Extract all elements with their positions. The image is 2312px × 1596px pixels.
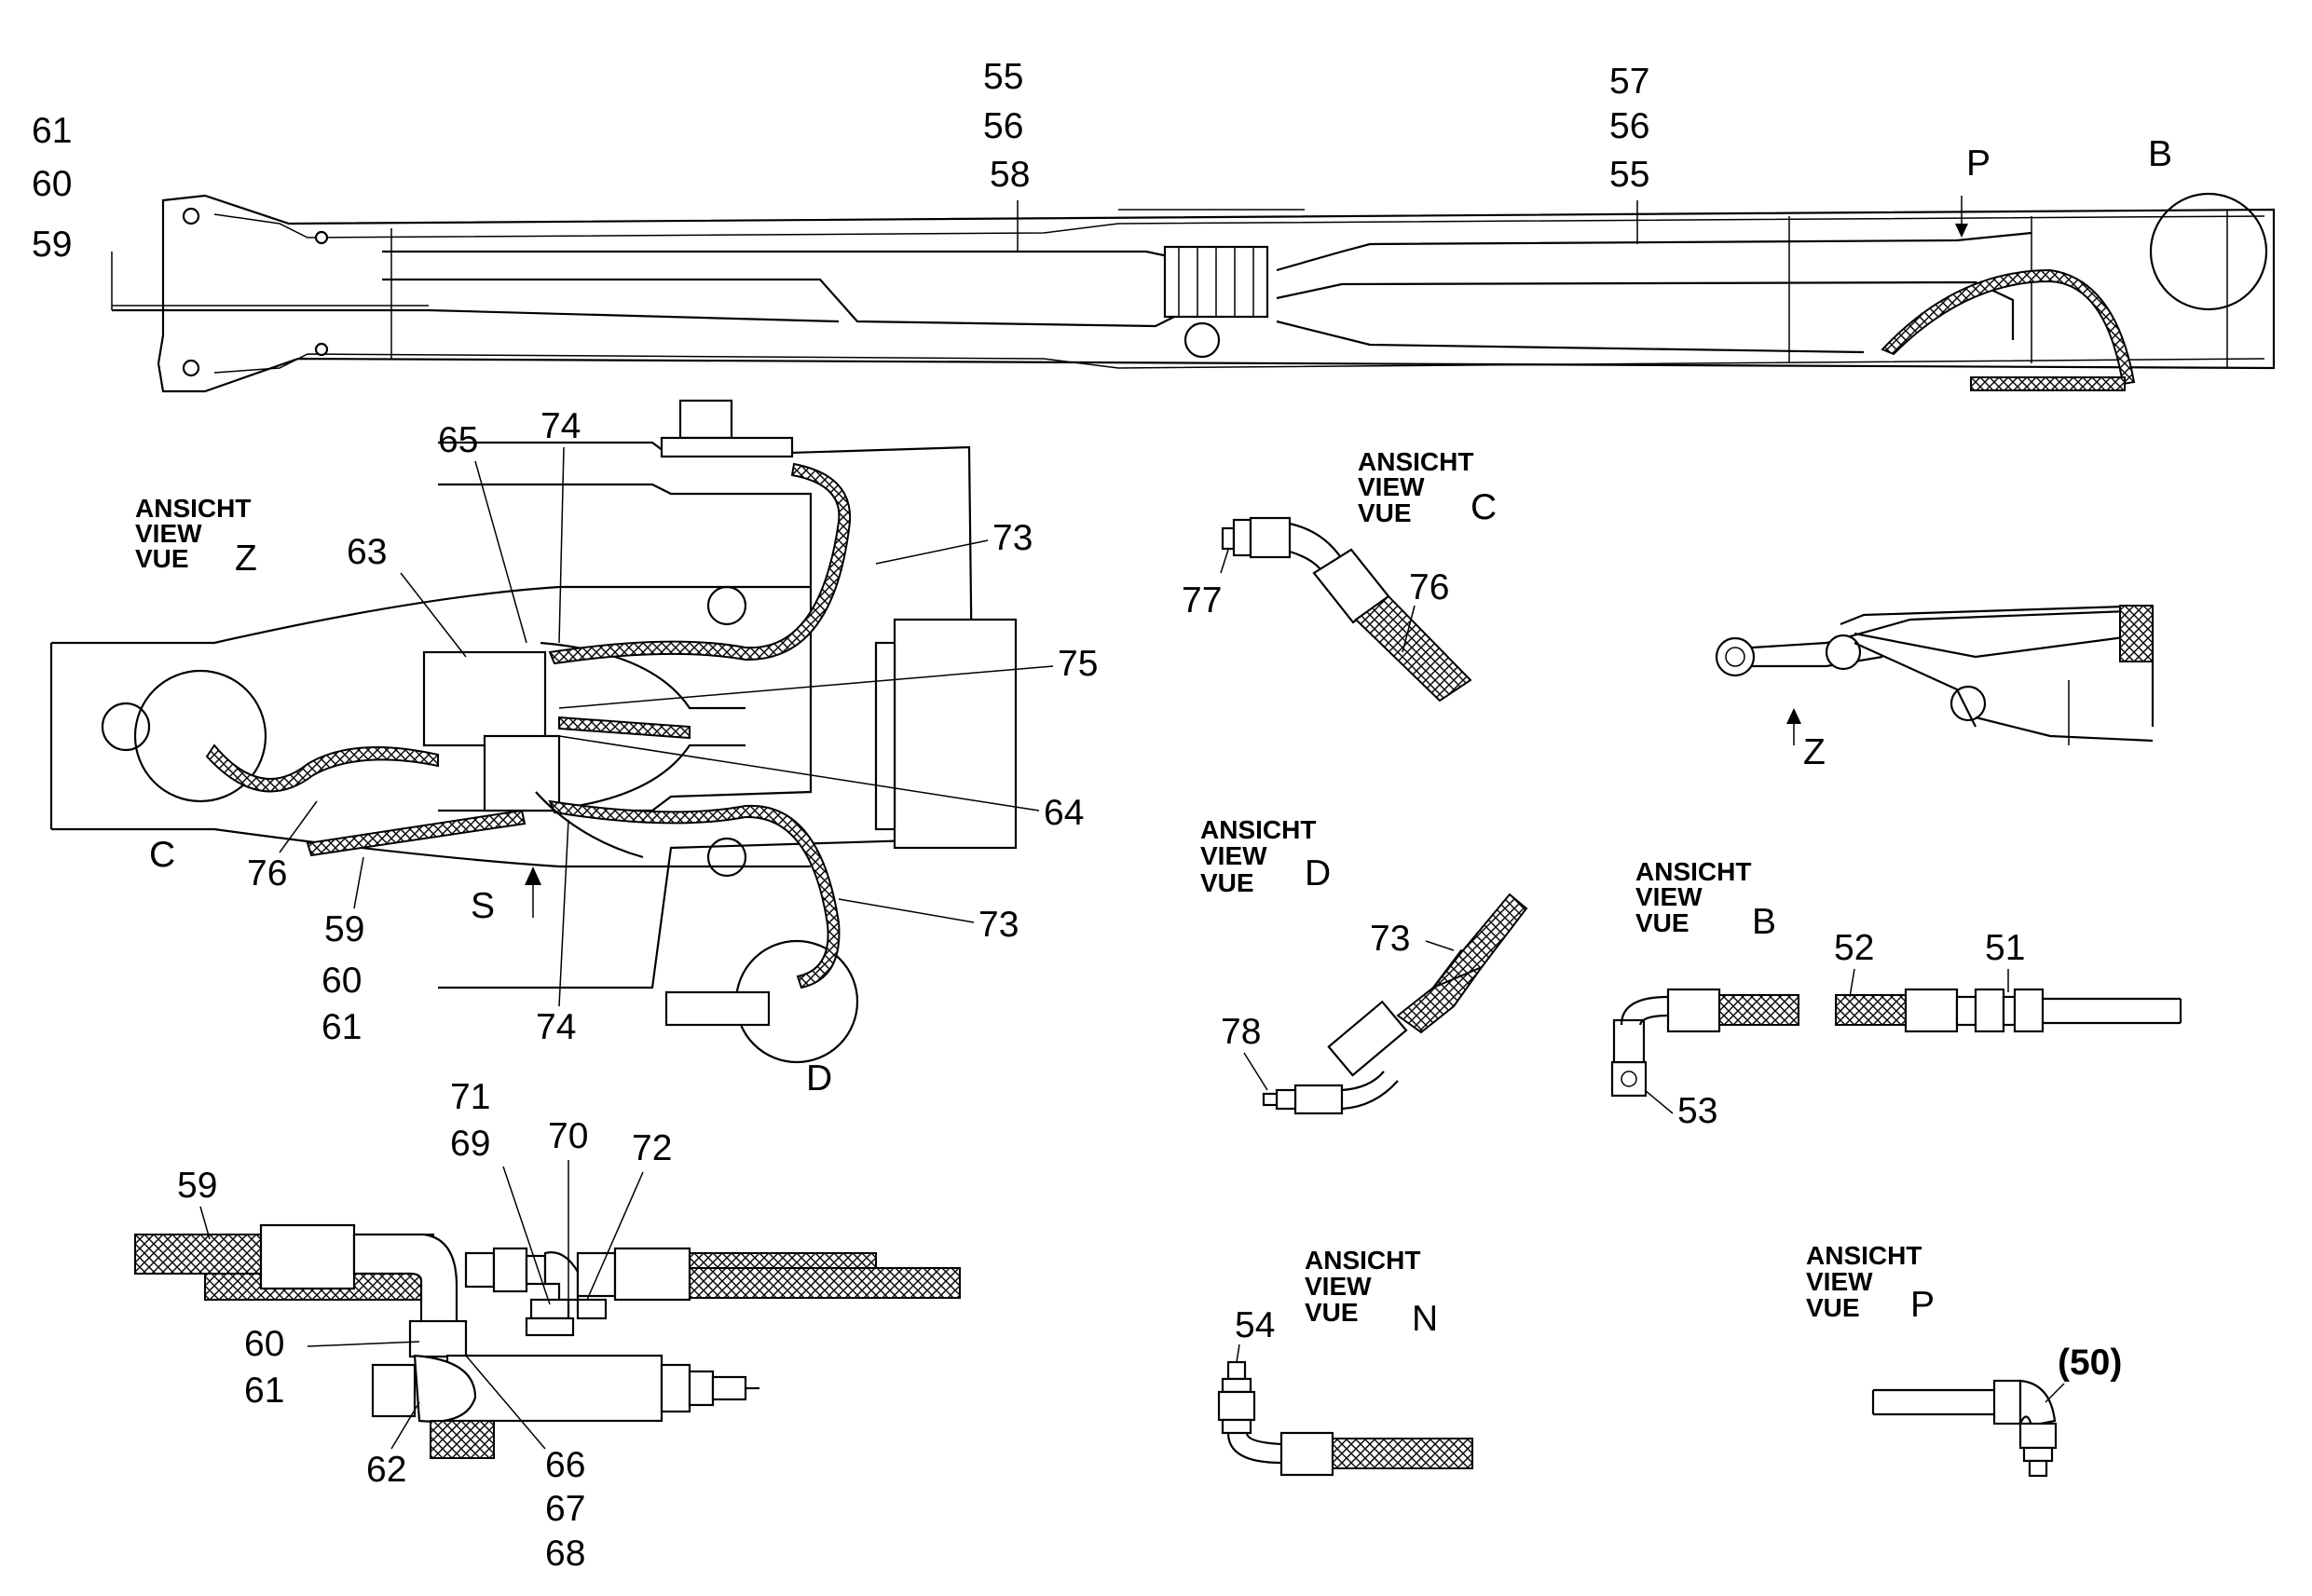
view-p-heading: ANSICHT VIEW VUE P	[1806, 1241, 1935, 1325]
view-d-drawing	[1262, 893, 1528, 1115]
label-53: 53	[1677, 1091, 1717, 1131]
svg-text:VUE: VUE	[1635, 908, 1690, 937]
view-c-letter: C	[1471, 487, 1497, 527]
label-65: 65	[438, 420, 478, 460]
svg-text:VIEW: VIEW	[1358, 472, 1425, 501]
label-78: 78	[1221, 1012, 1261, 1052]
overview-labels: 61 60 59 55 56 58 57 56 55 P B	[32, 57, 2172, 310]
label-c: C	[149, 835, 175, 875]
label-66: 66	[545, 1445, 585, 1485]
label-62: 62	[366, 1450, 406, 1490]
label-74: 74	[536, 1007, 576, 1047]
svg-text:VIEW: VIEW	[1200, 841, 1267, 870]
arm-detail: Z	[1715, 604, 2155, 772]
svg-text:VUE: VUE	[1200, 868, 1254, 897]
view-d-heading: ANSICHT VIEW VUE D	[1200, 815, 1331, 897]
arrow-z-letter: Z	[1803, 732, 1826, 772]
label-69: 69	[450, 1124, 490, 1164]
label-b: B	[2148, 134, 2172, 174]
view-d-labels: 73 78	[1221, 919, 1455, 1091]
view-z-labels: 65 74 63 73 75 64 73 C 76 59 S 60 61 74 …	[149, 406, 1098, 1098]
svg-text:VUE: VUE	[1305, 1298, 1359, 1327]
view-c-labels: 77 76	[1182, 549, 1449, 653]
svg-text:VIEW: VIEW	[135, 519, 202, 548]
label-72: 72	[632, 1128, 672, 1168]
svg-text:ANSICHT: ANSICHT	[1305, 1246, 1420, 1275]
svg-text:ANSICHT: ANSICHT	[1806, 1241, 1922, 1270]
view-c-heading: ANSICHT VIEW VUE C	[1358, 447, 1497, 527]
view-b-drawing	[1610, 988, 2182, 1098]
label-58: 58	[990, 155, 1030, 195]
view-b-heading: ANSICHT VIEW VUE B	[1635, 857, 1776, 942]
label-54: 54	[1235, 1305, 1275, 1345]
label-59: 59	[177, 1166, 217, 1206]
svg-text:VIEW: VIEW	[1635, 882, 1703, 911]
label-75: 75	[1058, 644, 1098, 684]
label-60: 60	[321, 961, 362, 1001]
label-57: 57	[1609, 61, 1649, 102]
svg-text:ANSICHT: ANSICHT	[1635, 857, 1751, 886]
label-63: 63	[347, 532, 387, 572]
label-p: P	[1966, 143, 1991, 184]
label-70: 70	[548, 1116, 588, 1156]
svg-text:ANSICHT: ANSICHT	[1358, 447, 1473, 476]
svg-text:ANSICHT: ANSICHT	[135, 494, 251, 523]
label-d: D	[806, 1058, 832, 1098]
label-60: 60	[244, 1324, 284, 1364]
label-50: (50)	[2058, 1343, 2122, 1383]
view-z-drawing	[49, 399, 1018, 1064]
view-b-letter: B	[1752, 902, 1776, 942]
view-p-drawing	[1871, 1379, 2058, 1478]
label-s: S	[471, 886, 495, 926]
view-n-letter: N	[1412, 1299, 1438, 1339]
label-68: 68	[545, 1534, 585, 1574]
svg-text:VIEW: VIEW	[1806, 1267, 1873, 1296]
svg-text:VUE: VUE	[1806, 1293, 1860, 1322]
label-56: 56	[1609, 106, 1649, 146]
boom-overview	[112, 192, 2276, 393]
valve-detail	[134, 1223, 961, 1459]
label-77: 77	[1182, 580, 1222, 621]
view-z-heading: ANSICHT VIEW VUE Z	[135, 494, 257, 579]
label-67: 67	[545, 1489, 585, 1529]
label-61: 61	[32, 111, 72, 151]
view-p-labels: (50)	[2045, 1343, 2122, 1403]
svg-text:VIEW: VIEW	[1305, 1272, 1372, 1301]
label-61: 61	[244, 1371, 284, 1411]
view-c-drawing	[1221, 516, 1472, 703]
valve-detail-labels: 59 71 69 70 72 60 61 62 66 67 68	[177, 1077, 672, 1574]
label-73: 73	[992, 518, 1033, 558]
svg-text:VUE: VUE	[135, 544, 189, 573]
label-64: 64	[1044, 793, 1084, 833]
view-n-labels: 54	[1235, 1305, 1275, 1363]
label-56: 56	[983, 106, 1023, 146]
label-71: 71	[450, 1077, 490, 1117]
label-61: 61	[321, 1007, 362, 1047]
label-76: 76	[1409, 567, 1449, 607]
label-60: 60	[32, 164, 72, 204]
label-59: 59	[324, 909, 364, 949]
label-55: 55	[983, 57, 1023, 97]
view-z-letter: Z	[235, 539, 257, 579]
label-73: 73	[1370, 919, 1410, 959]
label-52: 52	[1834, 928, 1874, 968]
label-55: 55	[1609, 155, 1649, 195]
label-73: 73	[978, 905, 1019, 945]
label-51: 51	[1985, 928, 2025, 968]
svg-text:ANSICHT: ANSICHT	[1200, 815, 1316, 844]
svg-text:VUE: VUE	[1358, 498, 1412, 527]
view-d-letter: D	[1305, 853, 1331, 893]
view-n-drawing	[1217, 1360, 1473, 1477]
label-76: 76	[247, 853, 287, 893]
view-n-heading: ANSICHT VIEW VUE N	[1305, 1246, 1438, 1339]
label-59: 59	[32, 225, 72, 265]
view-b-labels: 52 51 53	[1644, 928, 2025, 1131]
view-p-letter: P	[1910, 1285, 1935, 1325]
label-74: 74	[540, 406, 581, 446]
